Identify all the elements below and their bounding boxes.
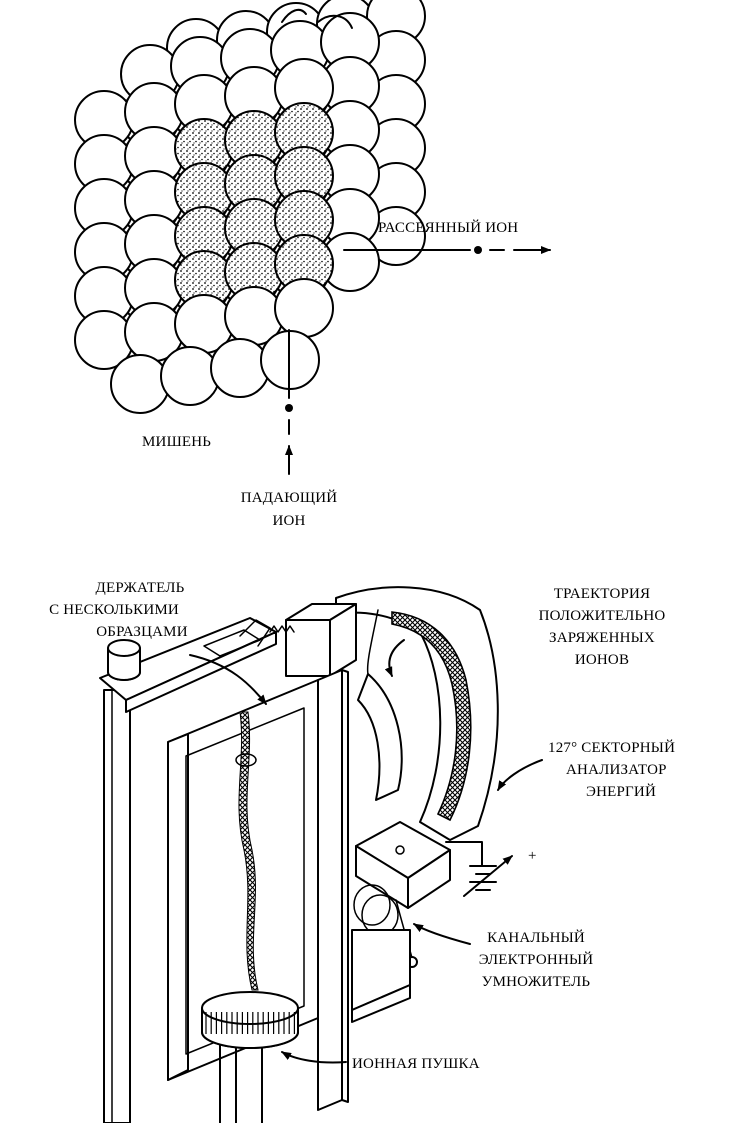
multiplier-label-line-3: УМНОЖИТЕЛЬ xyxy=(482,974,591,990)
holder-label-line-3: ОБРАЗЦАМИ xyxy=(96,624,187,640)
lattice-atom xyxy=(161,347,219,405)
holder-label-line-2: С НЕСКОЛЬКИМИ xyxy=(49,602,179,618)
bias-supply xyxy=(446,842,512,896)
energy-analyzer xyxy=(336,587,498,840)
multiplier-leader-arrow xyxy=(414,924,470,944)
trajectory-label-line-3: ЗАРЯЖЕННЫХ xyxy=(549,630,655,646)
sample-holder-frame xyxy=(100,618,348,1123)
scattered-ion-label: РАССЕЯННЫЙ ИОН xyxy=(378,219,518,236)
source-cube xyxy=(286,604,356,676)
trajectory-label-line-1: ТРАЕКТОРИЯ xyxy=(554,586,651,602)
incident-ion-label-line-1: ПАДАЮЩИЙ xyxy=(241,489,338,506)
ion-gun-label: ИОННАЯ ПУШКА xyxy=(352,1056,480,1072)
lattice-atom xyxy=(211,339,269,397)
analyzer-base xyxy=(352,930,410,1022)
ion-gun xyxy=(202,992,298,1048)
analyzer-inner-arm xyxy=(358,674,402,800)
plus-sign: + xyxy=(528,848,537,864)
lattice-front-layer xyxy=(75,59,333,413)
exit-block xyxy=(356,822,450,908)
trajectory-label-line-2: ПОЛОЖИТЕЛЬНО xyxy=(539,608,666,624)
analyzer-label-line-3: ЭНЕРГИЙ xyxy=(586,783,656,800)
lattice-atom xyxy=(275,279,333,337)
target-label: МИШЕНЬ xyxy=(142,434,211,450)
trajectory-label-line-4: ИОНОВ xyxy=(575,652,629,668)
lattice-atom xyxy=(111,355,169,413)
multiplier-label-line-2: ЭЛЕКТРОННЫЙ xyxy=(479,951,594,968)
trajectory-leader-arrow xyxy=(389,640,404,676)
analyzer-label-line-2: АНАЛИЗАТОР xyxy=(566,762,667,778)
incident-ion-label-line-2: ИОН xyxy=(272,513,305,529)
analyzer-label-line-1: 127° СЕКТОРНЫЙ xyxy=(548,739,675,756)
target-lattice xyxy=(75,0,425,413)
incident-ion-dot xyxy=(285,404,293,412)
scattered-ion-dot xyxy=(474,246,482,254)
multiplier-label-line-1: КАНАЛЬНЫЙ xyxy=(487,929,585,946)
analyzer-leader-arrow xyxy=(498,760,542,790)
holder-label-line-1: ДЕРЖАТЕЛЬ xyxy=(96,580,185,596)
